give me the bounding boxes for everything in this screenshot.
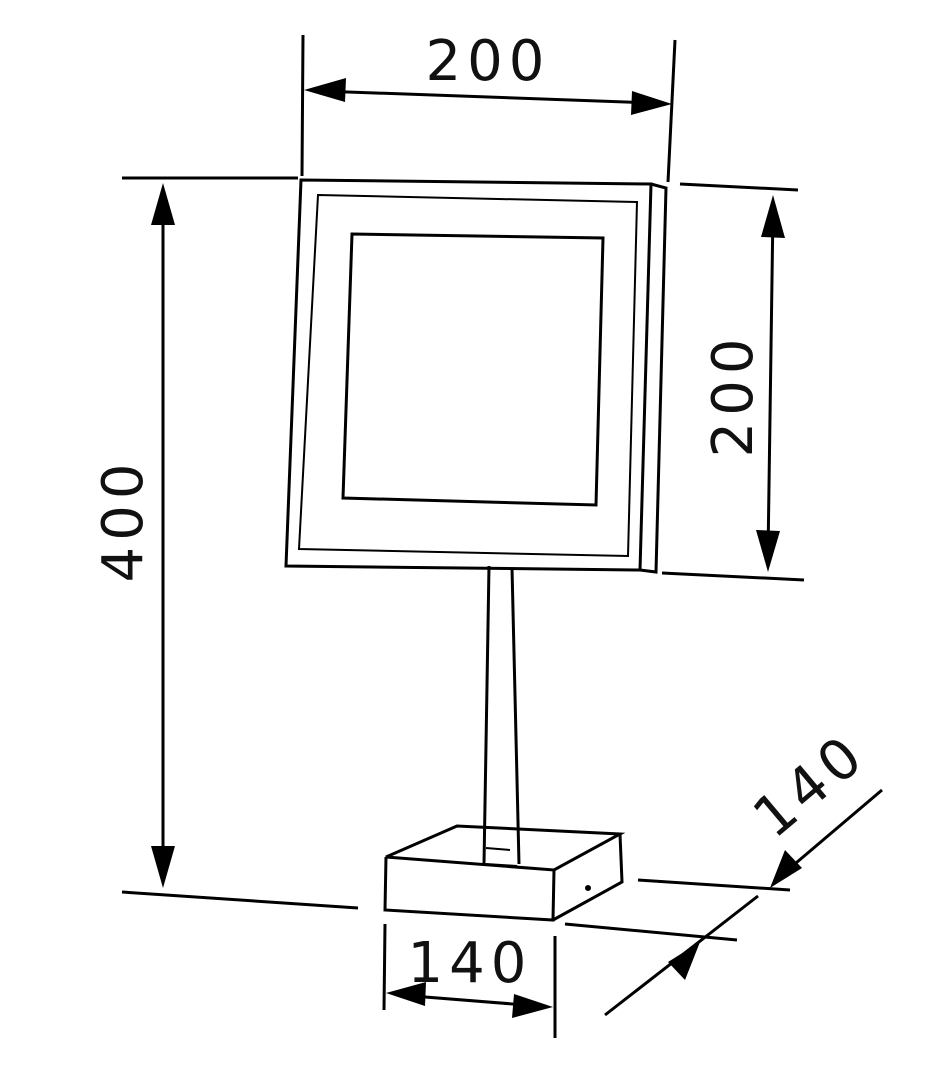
dim-mirror-height: 200: [661, 182, 805, 582]
dim-mirror-width: 200: [300, 29, 677, 183]
label-total-height: 400: [91, 458, 156, 583]
stem-joint: [485, 847, 518, 867]
base-front: [383, 856, 556, 922]
dim-base-depth: 140: [564, 721, 883, 1017]
label-mirror-height: 200: [701, 333, 766, 458]
mirror-product: [284, 178, 668, 922]
mirror-glass: [341, 232, 605, 507]
dim-base-width: 140: [382, 923, 557, 1038]
mirror-frame-inner: [297, 193, 639, 558]
base-top: [385, 824, 626, 872]
label-base-width: 140: [408, 931, 533, 996]
mirror-stem: [482, 565, 521, 865]
mirror-frame-side: [639, 182, 668, 574]
dim-total-height: 400: [91, 176, 359, 910]
base-switch: [585, 885, 591, 891]
label-base-depth: 140: [741, 721, 878, 851]
label-mirror-width: 200: [426, 29, 551, 94]
base-side: [552, 833, 624, 922]
